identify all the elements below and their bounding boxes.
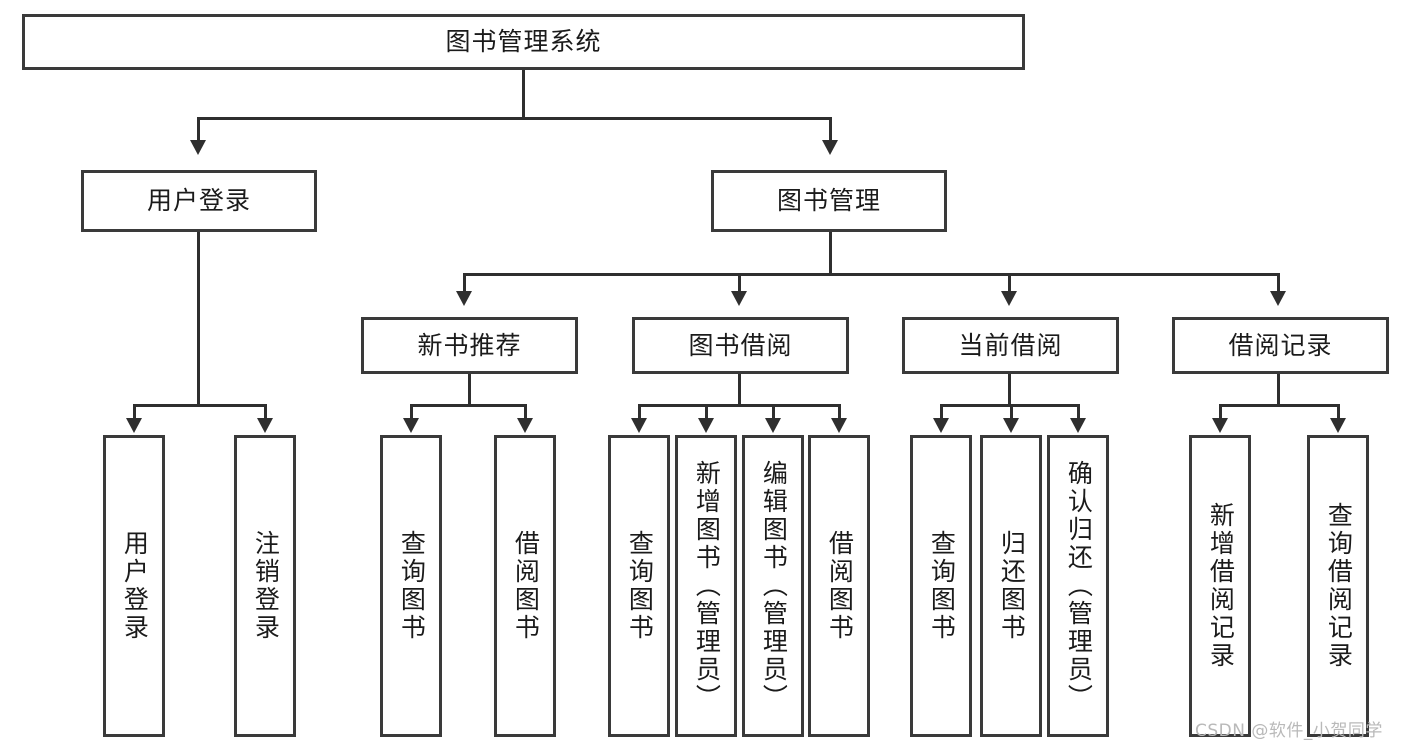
arrowhead-book-manage-child-0 [456, 291, 472, 306]
connector-borrow-record-leaf-1 [1337, 404, 1340, 422]
arrowhead-current-borrow-leaf-0 [933, 418, 949, 433]
node-label: 借阅记录 [1228, 330, 1333, 360]
leaf-new-book-recommend-0[interactable]: 查询图书 [380, 435, 442, 737]
arrowhead-current-borrow-leaf-2 [1070, 418, 1086, 433]
node-user-login[interactable]: 用户登录 [81, 170, 317, 232]
connector-root-bus [197, 117, 832, 120]
connector-user-login-leaf-0 [133, 404, 136, 422]
connector-book-borrow-bus [638, 404, 841, 407]
connector-book-manage-bus [463, 273, 1280, 276]
node-book-borrow[interactable]: 图书借阅 [632, 317, 849, 374]
node-root-system[interactable]: 图书管理系统 [22, 14, 1025, 70]
node-label: 新增图书（管理员） [692, 460, 722, 712]
connector-borrow-record-leaf-0 [1219, 404, 1222, 422]
leaf-book-borrow-2[interactable]: 编辑图书（管理员） [742, 435, 804, 737]
connector-root-to-user-login [197, 117, 200, 145]
connector-root-to-book-manage [829, 117, 832, 145]
arrowhead-borrow-record-leaf-1 [1330, 418, 1346, 433]
arrowhead-current-borrow-leaf-1 [1003, 418, 1019, 433]
leaf-user-login-1[interactable]: 注销登录 [234, 435, 296, 737]
arrowhead-book-manage-child-1 [731, 291, 747, 306]
connector-book-manage-child-0 [463, 273, 466, 295]
leaf-new-book-recommend-1[interactable]: 借阅图书 [494, 435, 556, 737]
node-label: 查询图书 [397, 530, 427, 642]
arrowhead-book-borrow-leaf-0 [631, 418, 647, 433]
node-label: 新书推荐 [417, 330, 522, 360]
connector-borrow-record-bus [1219, 404, 1340, 407]
arrowhead-user-login-leaf-1 [257, 418, 273, 433]
connector-new-book-leaf-0 [410, 404, 413, 422]
connector-book-manage-child-1 [738, 273, 741, 295]
connector-user-login-stem [197, 232, 200, 405]
node-label: 查询图书 [625, 530, 655, 642]
arrowhead-book-manage-child-3 [1270, 291, 1286, 306]
connector-book-borrow-leaf-2 [772, 404, 775, 422]
arrowhead-root-to-user-login [190, 140, 206, 155]
leaf-current-borrow-1[interactable]: 归还图书 [980, 435, 1042, 737]
node-label: 借阅图书 [825, 530, 855, 642]
connector-new-book-leaf-1 [524, 404, 527, 422]
leaf-book-borrow-3[interactable]: 借阅图书 [808, 435, 870, 737]
node-label: 用户登录 [146, 186, 251, 216]
node-label: 图书借阅 [688, 330, 793, 360]
arrowhead-new-book-leaf-1 [517, 418, 533, 433]
connector-root-stem [522, 70, 525, 117]
leaf-borrow-record-0[interactable]: 新增借阅记录 [1189, 435, 1251, 737]
leaf-current-borrow-0[interactable]: 查询图书 [910, 435, 972, 737]
connector-borrow-record-stem [1277, 374, 1280, 405]
arrowhead-book-borrow-leaf-2 [765, 418, 781, 433]
arrowhead-user-login-leaf-0 [126, 418, 142, 433]
arrowhead-book-borrow-leaf-3 [831, 418, 847, 433]
connector-book-manage-child-2 [1008, 273, 1011, 295]
node-new-book-recommend[interactable]: 新书推荐 [361, 317, 578, 374]
connector-book-borrow-leaf-3 [838, 404, 841, 422]
connector-book-manage-child-3 [1277, 273, 1280, 295]
arrowhead-root-to-book-manage [822, 140, 838, 155]
node-label: 注销登录 [251, 530, 281, 642]
arrowhead-book-manage-child-2 [1001, 291, 1017, 306]
node-label: 确认归还（管理员） [1064, 460, 1094, 712]
connector-book-borrow-stem [738, 374, 741, 405]
node-label: 归还图书 [997, 530, 1027, 642]
connector-current-borrow-leaf-1 [1010, 404, 1013, 422]
leaf-book-borrow-1[interactable]: 新增图书（管理员） [675, 435, 737, 737]
node-label: 借阅图书 [511, 530, 541, 642]
arrowhead-book-borrow-leaf-1 [698, 418, 714, 433]
node-borrow-record[interactable]: 借阅记录 [1172, 317, 1389, 374]
connector-user-login-bus [133, 404, 264, 407]
arrowhead-new-book-leaf-0 [403, 418, 419, 433]
node-label: 用户登录 [120, 530, 150, 642]
node-label: 当前借阅 [958, 330, 1063, 360]
node-label: 编辑图书（管理员） [759, 460, 789, 712]
leaf-user-login-0[interactable]: 用户登录 [103, 435, 165, 737]
node-label: 新增借阅记录 [1206, 502, 1236, 670]
connector-book-borrow-leaf-1 [705, 404, 708, 422]
connector-current-borrow-leaf-2 [1077, 404, 1080, 422]
connector-current-borrow-stem [1008, 374, 1011, 405]
node-book-manage[interactable]: 图书管理 [711, 170, 947, 232]
connector-book-borrow-leaf-0 [638, 404, 641, 422]
node-label: 查询借阅记录 [1324, 502, 1354, 670]
leaf-current-borrow-2[interactable]: 确认归还（管理员） [1047, 435, 1109, 737]
node-label: 查询图书 [927, 530, 957, 642]
connector-book-manage-stem [829, 232, 832, 274]
arrowhead-borrow-record-leaf-0 [1212, 418, 1228, 433]
connector-new-book-stem [468, 374, 471, 405]
leaf-borrow-record-1[interactable]: 查询借阅记录 [1307, 435, 1369, 737]
leaf-book-borrow-0[interactable]: 查询图书 [608, 435, 670, 737]
connector-current-borrow-leaf-0 [940, 404, 943, 422]
connector-user-login-leaf-1 [264, 404, 267, 422]
node-label: 图书管理系统 [445, 27, 602, 57]
node-current-borrow[interactable]: 当前借阅 [902, 317, 1119, 374]
node-label: 图书管理 [776, 186, 881, 216]
connector-new-book-bus [410, 404, 527, 407]
